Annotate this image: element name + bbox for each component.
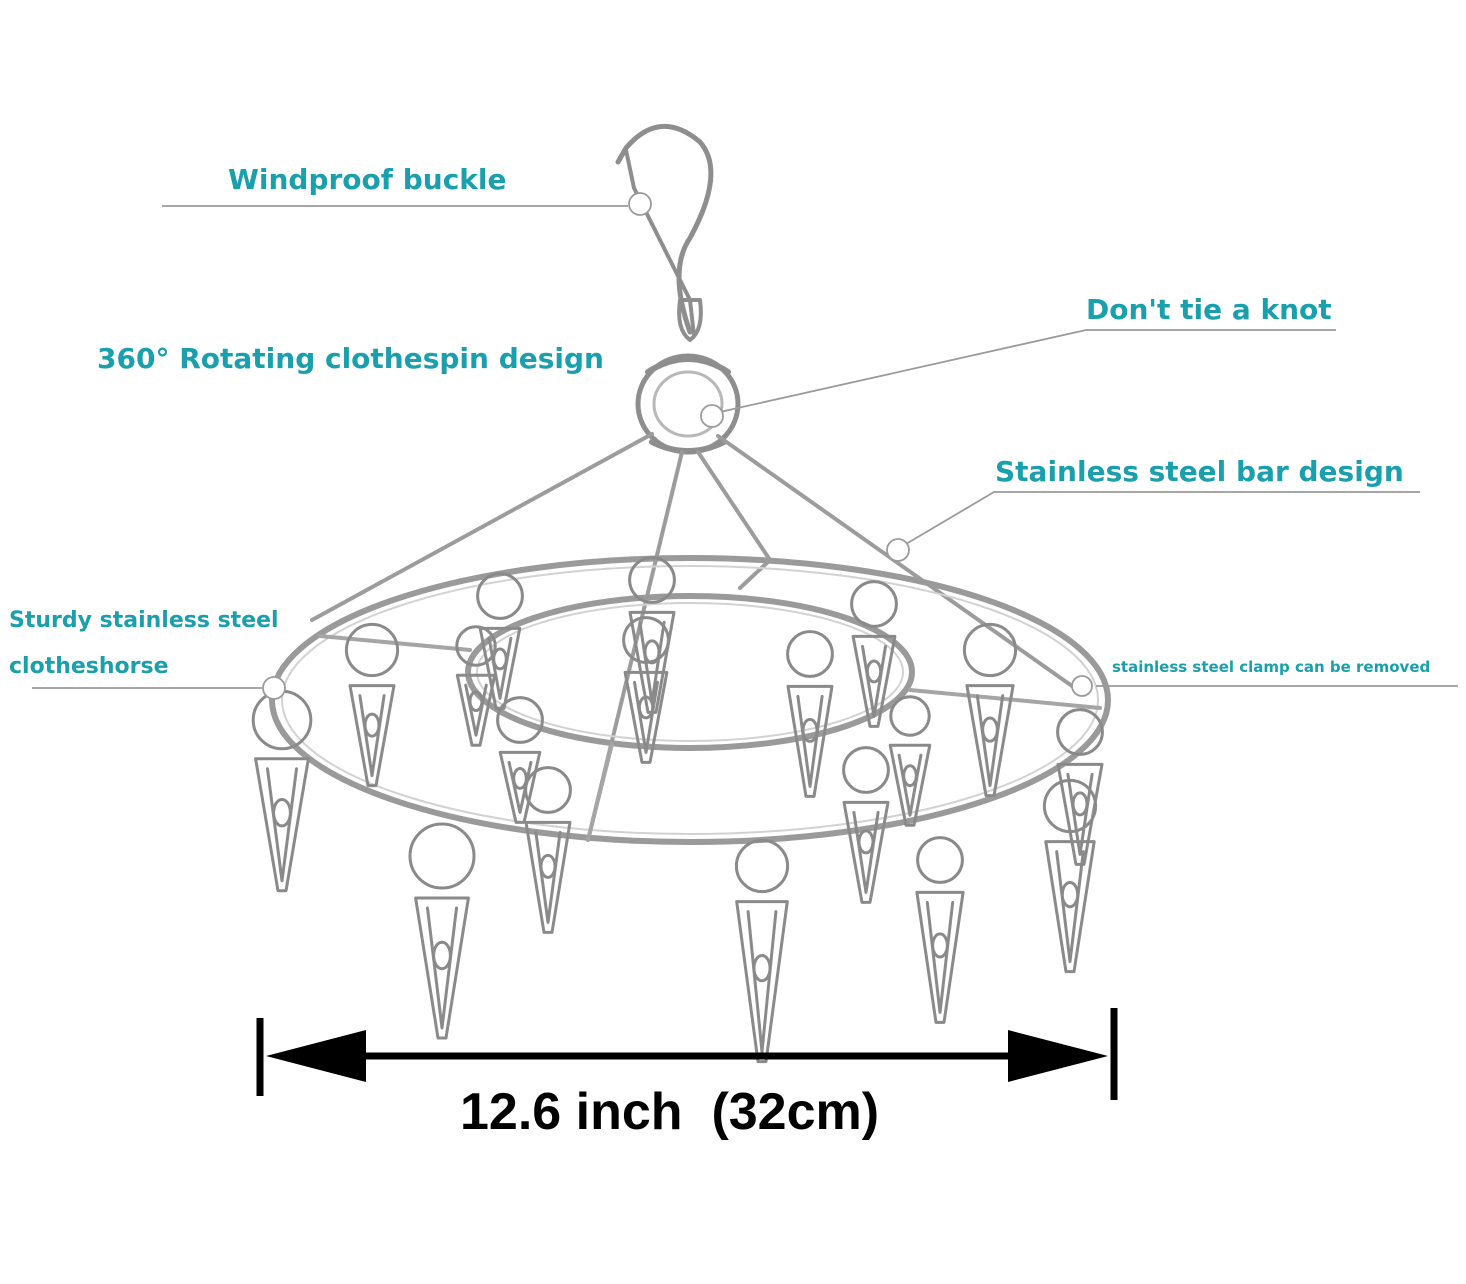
clip-ring [734,838,790,894]
clip-ring [476,572,524,620]
clip-body [254,757,310,893]
clip-body [414,896,470,1040]
clip-15 [496,696,544,824]
clip-ring [850,580,898,628]
clip-spring [512,767,528,790]
clip-13 [786,630,834,798]
clip-14 [842,746,890,904]
clip-8 [1042,778,1098,974]
clip-body [965,684,1015,798]
clip-ring [344,622,400,678]
clip-spring [468,690,484,713]
clip-2 [344,622,400,788]
clip-6 [962,622,1018,798]
clip-body [735,900,789,1064]
clip-ring [889,695,931,737]
clip-ring [496,696,544,744]
ring-spokes [318,634,1102,842]
clip-spring [363,712,381,738]
clip-spring [801,717,819,743]
dimension-arrow [256,1008,1118,1100]
windproof-buckle [624,148,696,338]
clip-ring [455,625,497,667]
clip-spring [902,764,918,788]
clip-18 [888,695,932,827]
clip-spring [637,695,655,720]
label-sturdy-line1: Sturdy stainless steel [9,608,279,633]
clip-ring [962,622,1018,678]
label-sturdy-line2: clotheshorse [9,654,169,679]
clip-ring [1056,708,1104,756]
label-windproof-buckle: Windproof buckle [228,163,507,196]
label-clamp-removed: stainless steel clamp can be removed [1112,658,1431,676]
clip-16 [622,616,670,764]
clip-ring [916,836,964,884]
clip-ring [842,746,890,794]
clip-body [915,890,965,1024]
clip-spring [981,716,999,743]
clip-ring [628,556,676,604]
clip-spring [1060,881,1080,909]
inner-ring [465,593,915,751]
clip-11 [408,822,476,1040]
leader-knot [719,329,1336,413]
clip-spring [752,953,772,983]
clip-body [1044,840,1096,974]
clip-10 [734,838,790,1064]
clip-spring [865,659,883,684]
clip-5 [850,580,898,728]
support-bars [310,432,1074,842]
clip-ring [408,822,476,890]
swivel-link [677,298,703,342]
clip-1 [251,689,313,893]
clip-ring [786,630,834,678]
clip-3 [476,572,524,710]
label-rotating-design: 360° Rotating clothespin design [97,342,604,375]
clip-spring [492,647,508,671]
clip-ring [1042,778,1098,834]
clothespin-clips [251,556,1104,1064]
outer-ring [269,555,1111,845]
dimension-label: 12.6 inch (32cm) [460,1083,880,1141]
leader-bar [905,491,1420,545]
clip-spring [432,940,452,971]
clip-spring [1071,791,1089,817]
clip-spring [857,829,875,855]
label-steel-bar-design: Stainless steel bar design [995,455,1404,488]
leader-lines [32,192,1458,700]
clip-spring [272,798,292,828]
label-dont-tie-knot: Don't tie a knot [1086,293,1332,326]
clip-9 [915,836,965,1024]
clip-ring [622,616,670,664]
clip-17 [455,625,497,747]
clip-spring [931,932,949,959]
clip-spring [539,853,557,879]
